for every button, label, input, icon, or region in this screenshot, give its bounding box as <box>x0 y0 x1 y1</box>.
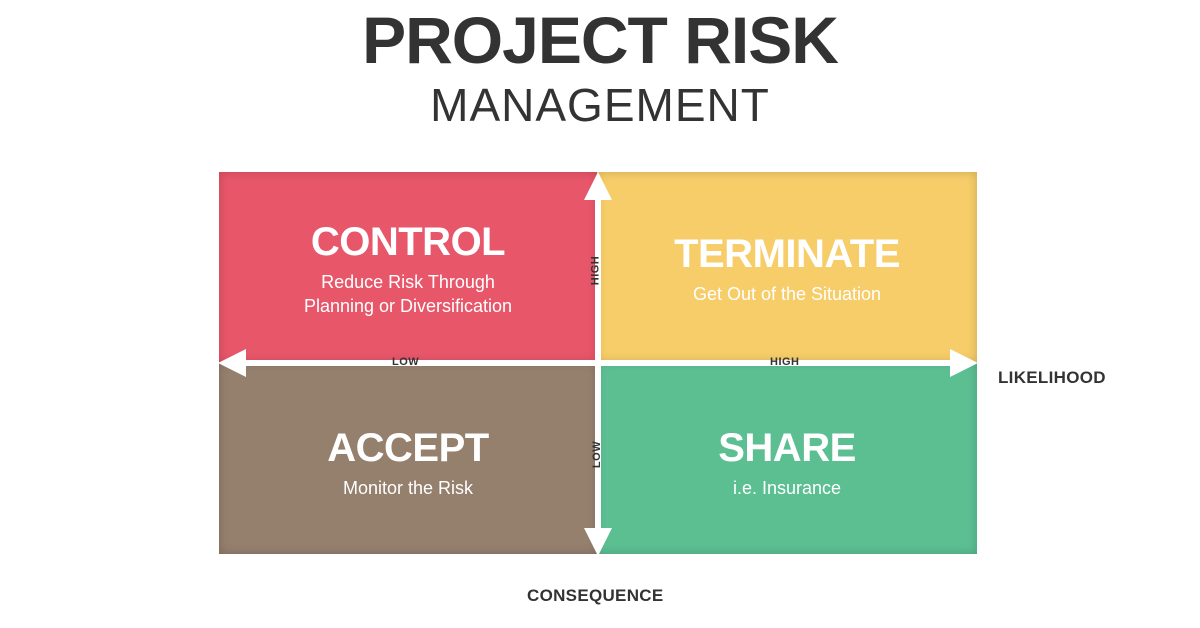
consequence-label: CONSEQUENCE <box>527 586 664 605</box>
accept-description: Monitor the Risk <box>342 478 474 498</box>
page-title: PROJECT RISK <box>362 3 839 77</box>
vertical-axis-high-label: HIGH <box>589 255 602 286</box>
page-subtitle: MANAGEMENT <box>430 79 770 131</box>
quadrant-control: CONTROL Reduce Risk Through Planning or … <box>219 172 597 362</box>
quadrant-accept: ACCEPT Monitor the Risk <box>219 362 597 554</box>
control-description-line-2: Planning or Diversification <box>303 296 513 316</box>
horizontal-axis-high-label: HIGH <box>770 356 800 368</box>
likelihood-label: LIKELIHOOD <box>998 368 1106 387</box>
arrowhead-down-icon <box>584 528 612 556</box>
control-description-line-1: Reduce Risk Through <box>321 272 495 292</box>
arrowhead-up-icon <box>584 172 612 200</box>
control-heading: CONTROL <box>310 220 506 264</box>
share-heading: SHARE <box>718 426 856 470</box>
vertical-axis-arrow <box>584 172 612 556</box>
quadrant-share: SHARE i.e. Insurance <box>597 362 977 554</box>
control-description: Reduce Risk Through Planning or Diversif… <box>219 270 597 318</box>
vertical-axis-low-label: LOW <box>591 440 604 469</box>
horizontal-axis-low-label: LOW <box>392 356 420 368</box>
terminate-description: Get Out of the Situation <box>692 284 882 304</box>
quadrant-terminate: TERMINATE Get Out of the Situation <box>597 172 977 362</box>
arrowhead-right-icon <box>950 349 978 377</box>
arrowhead-left-icon <box>218 349 246 377</box>
accept-heading: ACCEPT <box>327 426 489 470</box>
terminate-heading: TERMINATE <box>674 232 900 276</box>
share-description: i.e. Insurance <box>732 478 842 498</box>
